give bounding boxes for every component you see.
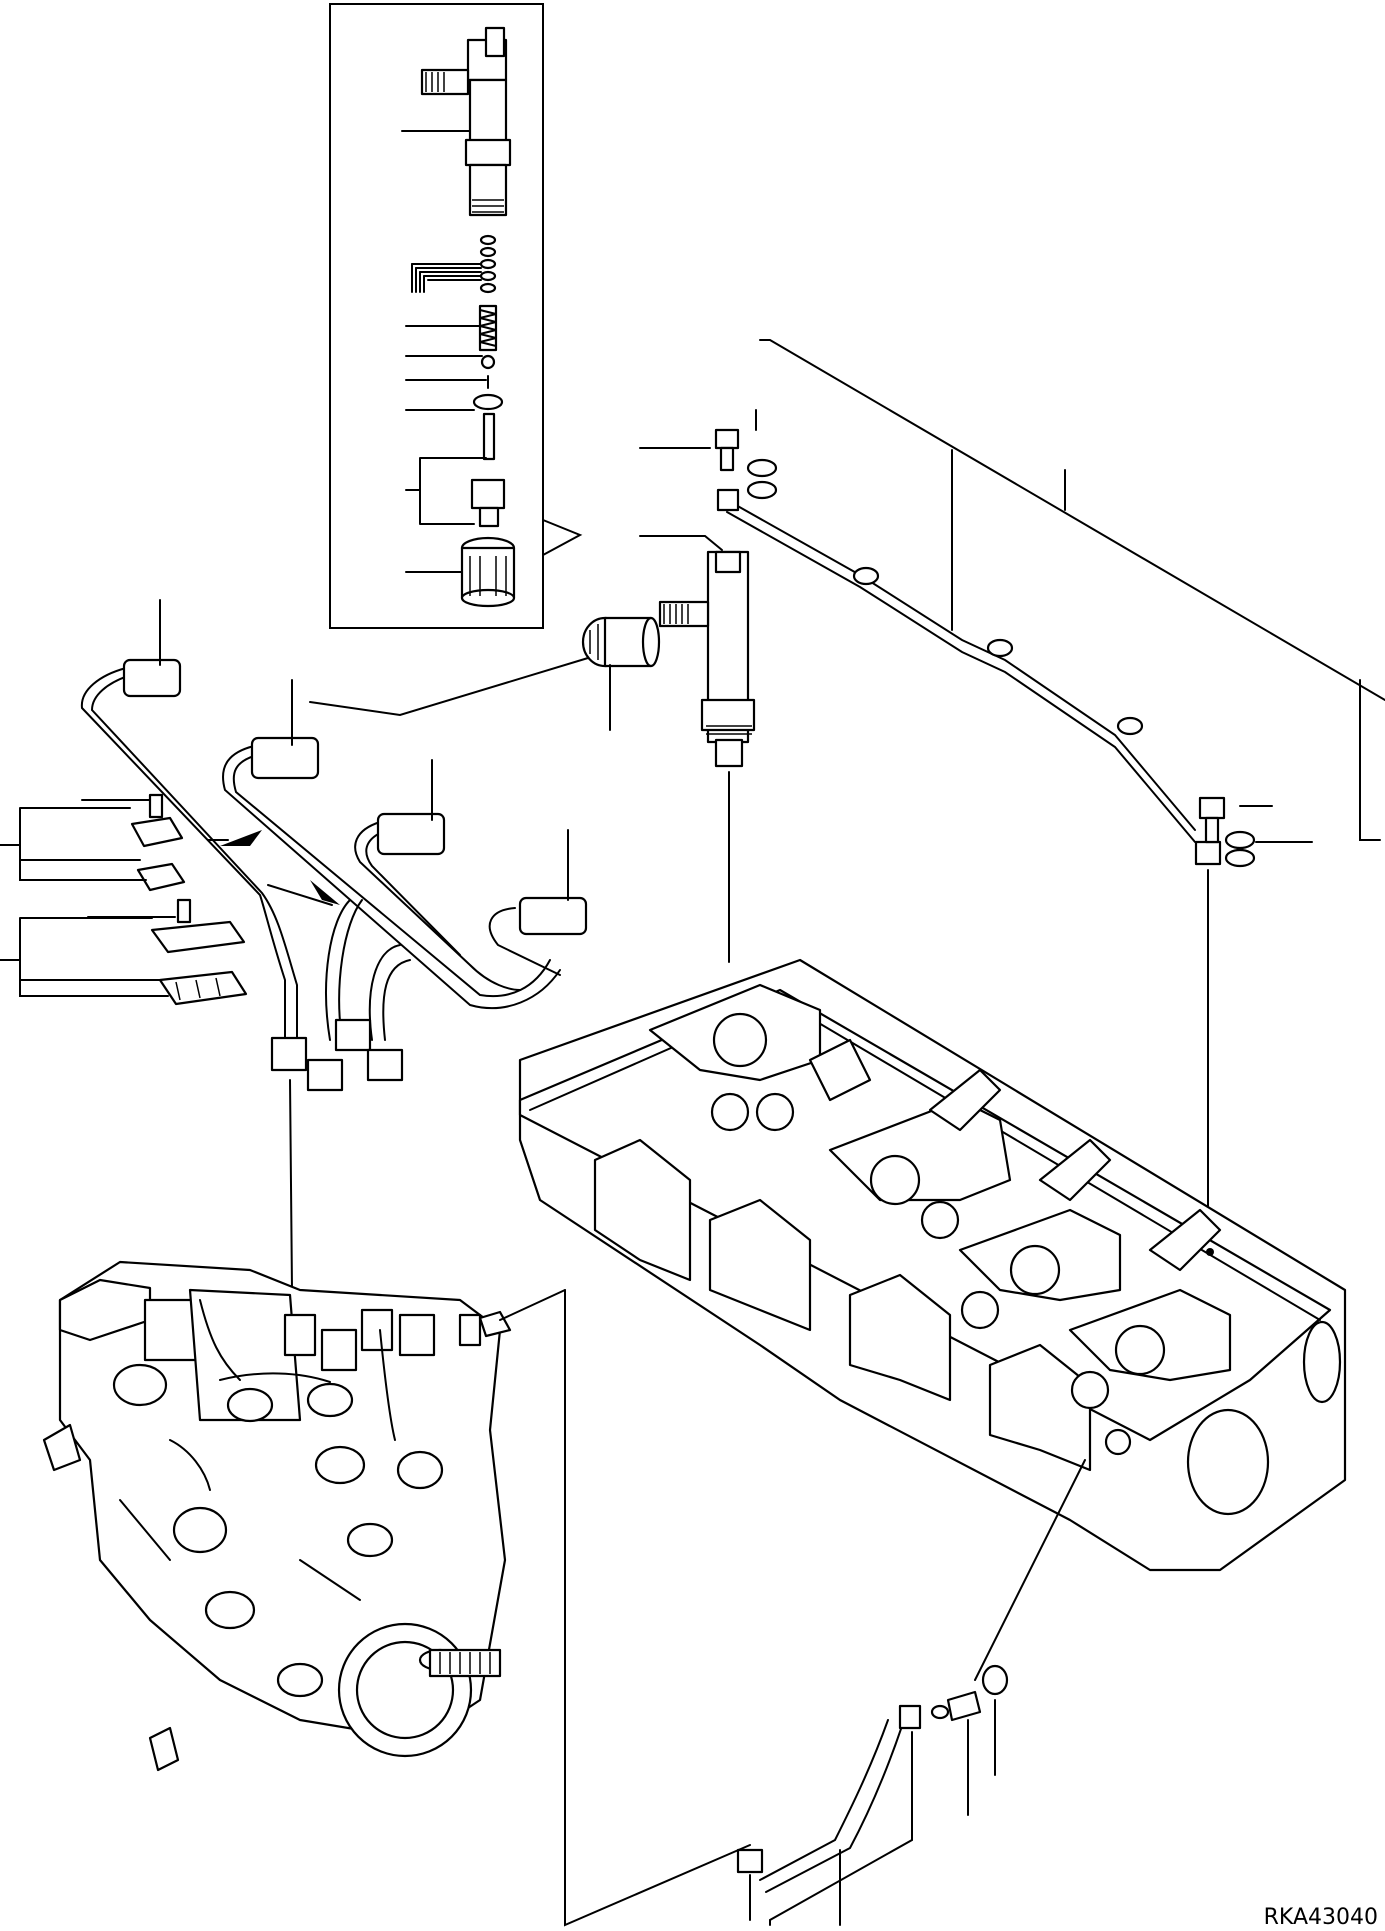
injector-detail-inset	[329, 3, 583, 629]
inset-seat	[480, 354, 496, 370]
injector-nut	[581, 616, 661, 668]
leak-off-bolt-top	[714, 428, 778, 500]
leak-off-leaders	[639, 339, 1385, 1211]
injection-pump	[42, 1260, 512, 1772]
injector-assembly	[658, 550, 756, 768]
reference-code: RKA43040	[1264, 1905, 1378, 1930]
pump-leaders	[499, 1289, 751, 1927]
injection-pipes	[80, 667, 561, 1041]
leak-off-pipe	[716, 488, 1222, 866]
inset-shim-rings	[479, 234, 497, 294]
inset-leader-lines	[401, 130, 487, 573]
leak-off-bolt-bottom	[1198, 796, 1256, 868]
inset-retaining-nut	[460, 536, 516, 608]
fuel-return-hose	[736, 1664, 1009, 1893]
pipe-end-nuts	[122, 658, 588, 1092]
inset-needle	[482, 412, 496, 461]
pipe-leaders	[159, 599, 589, 1291]
inset-nozzle	[470, 478, 506, 528]
inset-injector-body	[420, 26, 512, 217]
upper-clamp-assembly	[0, 793, 262, 892]
inset-spring	[478, 304, 498, 352]
inset-washer	[472, 393, 504, 411]
lower-clamp-assembly	[0, 880, 340, 1006]
return-hose-leaders	[749, 1459, 1086, 1926]
cylinder-head	[518, 958, 1347, 1572]
injector-leaders	[609, 535, 730, 963]
